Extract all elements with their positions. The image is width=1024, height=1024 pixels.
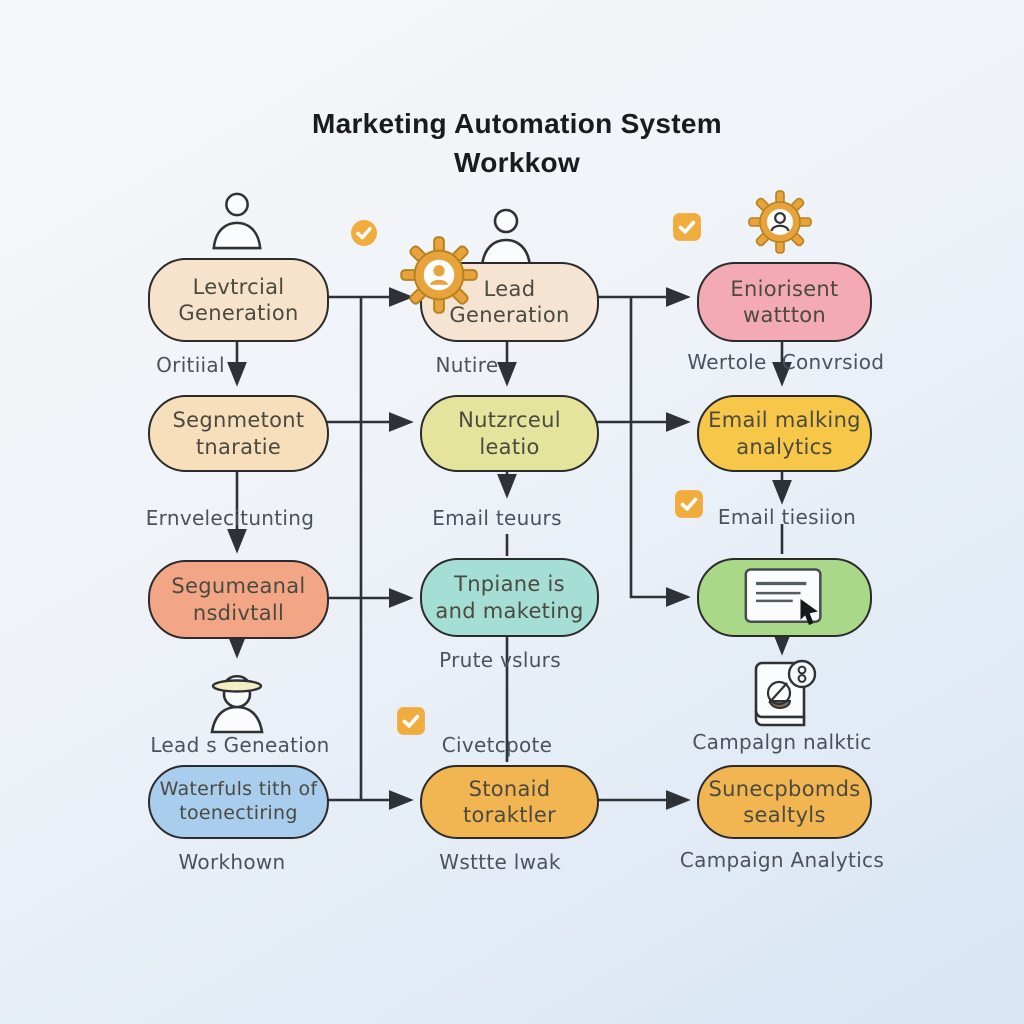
edge-label-left-2: Ernvelecitunting bbox=[145, 506, 315, 530]
edge-label-left-3: Lead s Geneation bbox=[150, 733, 330, 757]
edge-label-middle-3b: Civetcpote bbox=[441, 733, 553, 757]
node-middle-3-text: Tnpiane is and maketing bbox=[435, 572, 584, 623]
node-right-4-text: Sunecpbomds sealtyls bbox=[708, 776, 861, 827]
node-right-1-text: Eniorisent wattton bbox=[730, 276, 839, 327]
edge-label-middle-4: Wsttte lwak bbox=[439, 850, 561, 874]
edge-label-middle-2: Email teuurs bbox=[432, 506, 562, 530]
node-left-4-text: Waterfuls tith of toenectiring bbox=[159, 778, 318, 824]
person-icon bbox=[212, 192, 262, 250]
node-left-1-text: Levtrcial Generation bbox=[178, 274, 299, 325]
book-badge-icon bbox=[754, 659, 817, 727]
edge-label-left-4: Workhown bbox=[178, 850, 286, 874]
node-middle-2-text: Nutzrceul leatio bbox=[458, 408, 561, 459]
page-title: Marketing Automation System Workkow bbox=[212, 104, 822, 182]
node-left-3: Segumeanal nsdivtall bbox=[148, 560, 329, 639]
check-badge-icon bbox=[351, 220, 377, 246]
person-icon bbox=[480, 208, 532, 268]
check-badge-icon bbox=[675, 490, 703, 518]
edge-label-right-2: Email tiesiion bbox=[717, 505, 857, 529]
edge-label-right-4: Campaign Analytics bbox=[679, 848, 885, 872]
node-middle-2: Nutzrceul leatio bbox=[420, 395, 599, 472]
edge-label-right-1a: Wertole bbox=[687, 350, 767, 374]
node-right-2: Email malking analytics bbox=[697, 395, 872, 472]
check-badge-icon bbox=[673, 213, 701, 241]
gear-user-icon bbox=[748, 190, 812, 254]
node-left-4: Waterfuls tith of toenectiring bbox=[148, 765, 329, 839]
gear-user-icon bbox=[400, 236, 478, 314]
node-middle-3: Tnpiane is and maketing bbox=[420, 558, 599, 637]
check-badge-icon bbox=[397, 707, 425, 735]
node-left-3-text: Segumeanal nsdivtall bbox=[171, 574, 306, 625]
node-left-2-text: Segnmetont tnaratie bbox=[172, 408, 305, 459]
edge-label-middle-3: Prute vslurs bbox=[439, 648, 561, 672]
node-left-2: Segnmetont tnaratie bbox=[148, 395, 329, 472]
edge-label-middle-1: Nutire bbox=[435, 353, 499, 377]
node-right-4: Sunecpbomds sealtyls bbox=[697, 765, 872, 839]
node-left-1: Levtrcial Generation bbox=[148, 258, 329, 342]
node-middle-4: Stonaid toraktler bbox=[420, 765, 599, 839]
page-title-line2: Workkow bbox=[453, 147, 581, 178]
edge-label-left-1: Oritiial bbox=[156, 353, 225, 377]
node-middle-4-text: Stonaid toraktler bbox=[462, 776, 557, 827]
node-right-3 bbox=[697, 558, 872, 637]
node-right-2-text: Email malking analytics bbox=[708, 408, 861, 459]
edge-label-right-3: Campalgn nalktic bbox=[692, 730, 872, 754]
node-right-1: Eniorisent wattton bbox=[697, 262, 872, 342]
hat-person-icon bbox=[210, 674, 264, 734]
edge-label-right-1b: Convrsiod bbox=[781, 350, 885, 374]
document-cursor-icon bbox=[744, 567, 822, 625]
page-title-line1: Marketing Automation System bbox=[311, 108, 722, 139]
node-middle-1-text: Lead Generation bbox=[449, 276, 570, 327]
